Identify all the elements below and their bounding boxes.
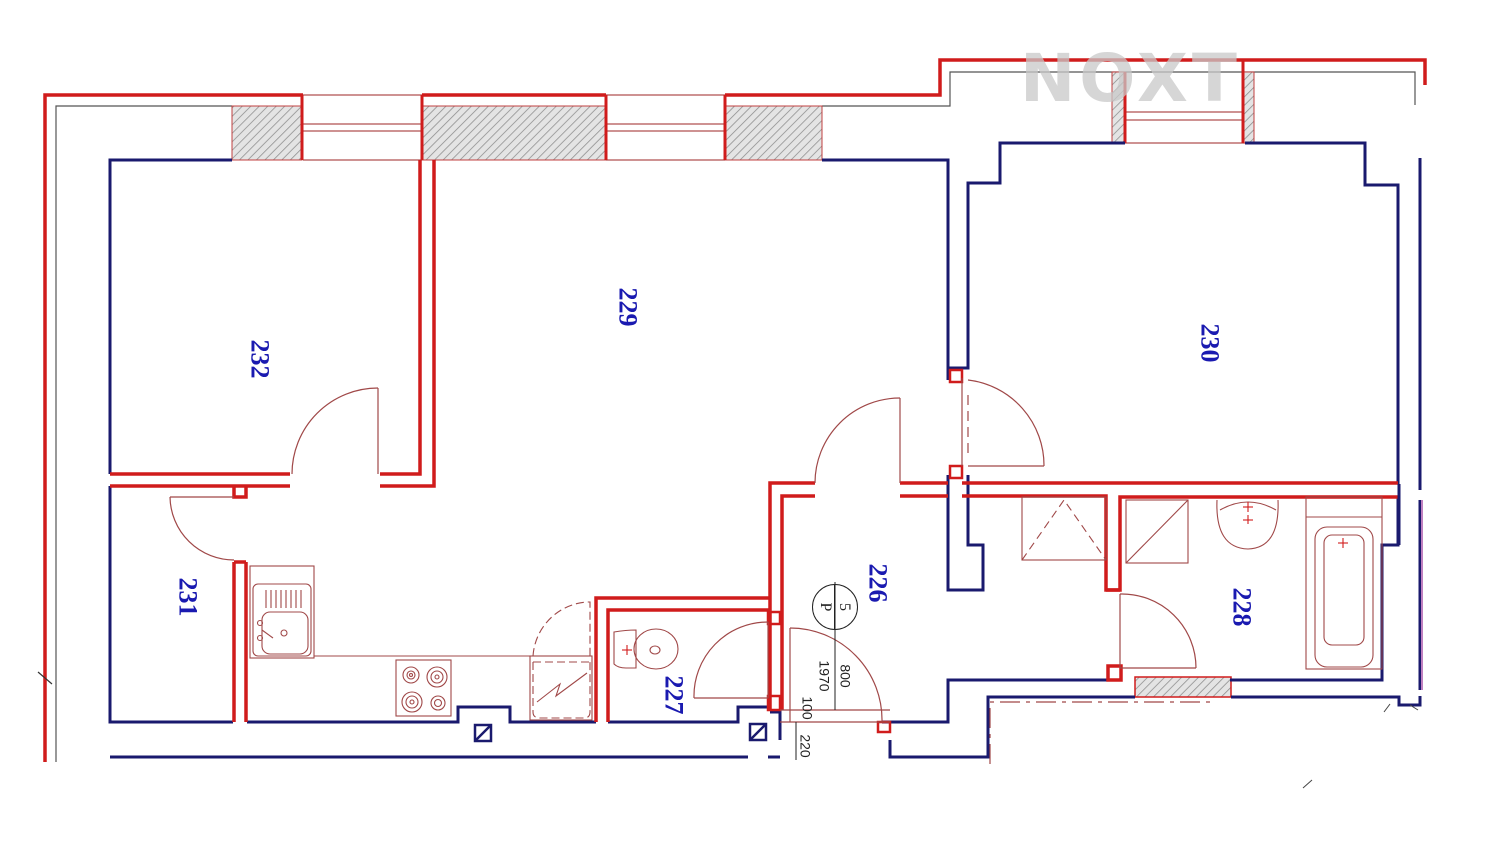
hatched-pillars [231,71,1255,698]
toilet [613,628,679,670]
wall-thickness-dimension: 220 [797,734,814,758]
watermark-logo: NOXT [1020,40,1241,117]
door-height-dimension: 1970 [816,660,833,692]
room-229-label: 229 [613,287,643,327]
doors [169,378,1197,723]
door-tag-number: 5 [836,603,854,611]
door-tag-divider [834,585,836,629]
entrance-door-tag: 5 P [812,584,858,630]
bathroom [1216,496,1383,670]
room-228-label: 228 [1227,587,1257,627]
door-width-dimension: 800 [837,664,854,688]
room-232-label: 232 [245,339,275,379]
door-tag-type: P [817,602,835,612]
new-walls [110,160,1398,734]
room-226-label: 226 [863,563,893,603]
threshold-dimension: 100 [799,696,816,720]
windows [303,94,1245,161]
vent-shafts [473,722,768,743]
room-227-label: 227 [659,675,689,715]
outer-wall [43,58,1427,762]
wardrobes [1021,496,1189,564]
room-230-label: 230 [1195,323,1225,363]
kitchen [249,565,593,721]
room-231-label: 231 [173,577,203,617]
existing-walls [108,141,1422,759]
